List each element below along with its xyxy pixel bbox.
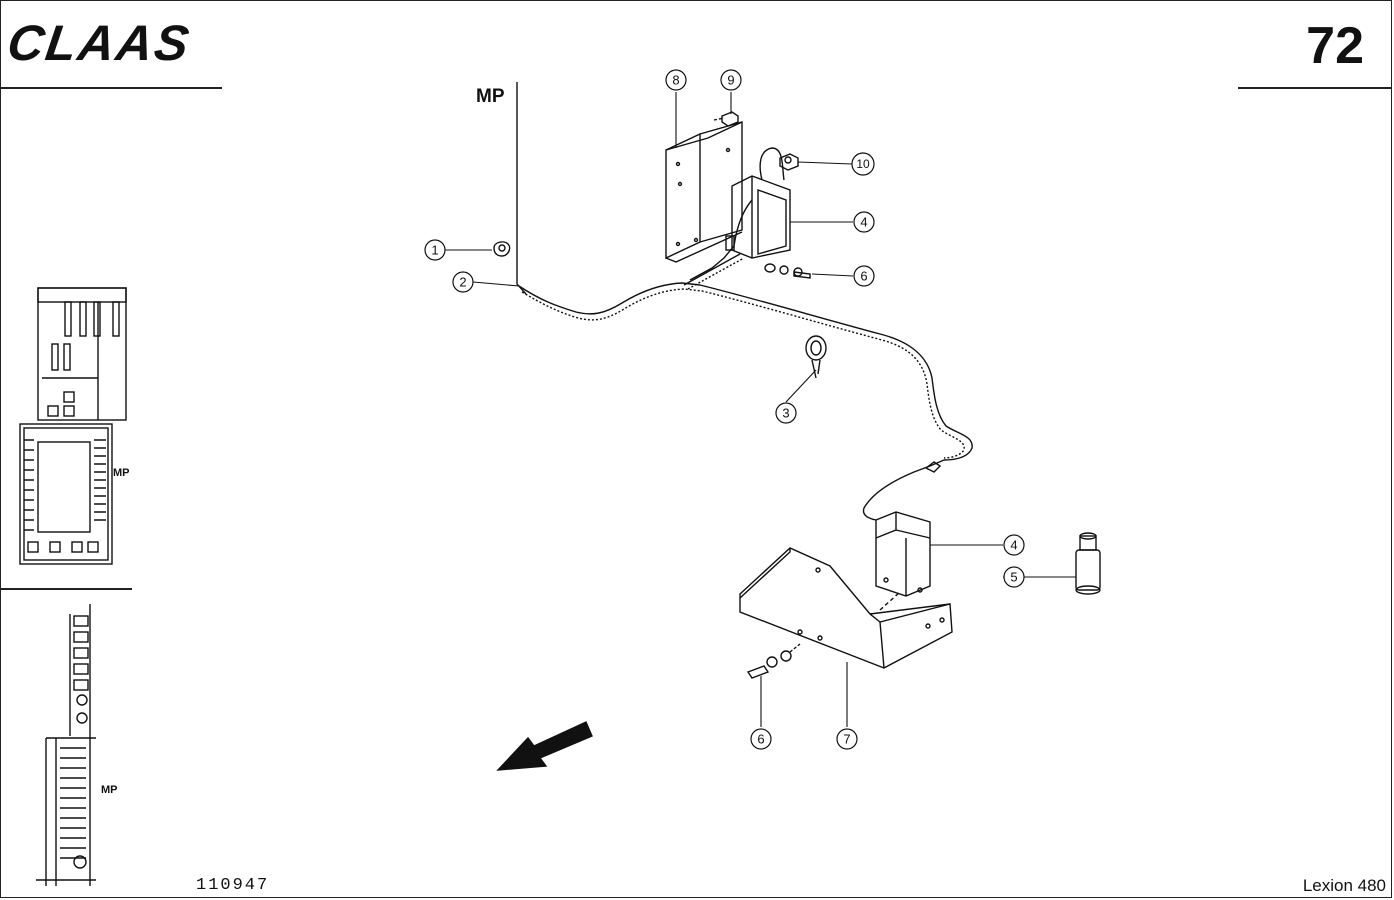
drawing-number: 110947 bbox=[196, 876, 270, 895]
callout-7: 7 bbox=[836, 728, 858, 750]
item-9-bolt bbox=[713, 111, 739, 127]
svg-text:8: 8 bbox=[672, 73, 679, 88]
locator-side-view bbox=[36, 604, 96, 886]
mp-locator-label-side: MP bbox=[101, 784, 118, 796]
callout-5: 5 bbox=[1003, 566, 1025, 588]
svg-text:6: 6 bbox=[860, 269, 867, 284]
lower-sensor-unit bbox=[875, 511, 931, 597]
callout-3: 3 bbox=[775, 402, 797, 424]
mp-reference-post bbox=[516, 82, 527, 295]
callout-2: 2 bbox=[452, 271, 474, 293]
svg-text:4: 4 bbox=[860, 215, 867, 230]
item-3-cable-tie bbox=[805, 335, 827, 379]
callout-1: 1 bbox=[424, 239, 446, 261]
svg-text:6: 6 bbox=[757, 732, 764, 747]
item-1-clip bbox=[493, 241, 511, 257]
upper-mounting-bracket bbox=[665, 121, 743, 263]
svg-text:10: 10 bbox=[856, 157, 870, 171]
leader-lines bbox=[445, 92, 1076, 727]
locator-top-view bbox=[19, 287, 127, 565]
model-label: Lexion 480 bbox=[1302, 876, 1386, 895]
svg-text:7: 7 bbox=[843, 732, 850, 747]
callout-4-upper: 4 bbox=[853, 211, 875, 233]
harness-cable bbox=[518, 253, 973, 521]
svg-text:2: 2 bbox=[459, 275, 466, 290]
callout-4-lower: 4 bbox=[1003, 534, 1025, 556]
callout-10: 10 bbox=[851, 152, 875, 176]
page-number: 72 bbox=[1306, 17, 1364, 75]
item-10-connector bbox=[779, 153, 799, 171]
locator-divider bbox=[0, 588, 132, 590]
direction-arrow bbox=[496, 721, 593, 771]
upper-sensor-unit bbox=[689, 147, 791, 281]
item-6-upper-fasteners bbox=[764, 263, 811, 279]
header-rule-left bbox=[0, 87, 222, 89]
svg-text:1: 1 bbox=[431, 243, 438, 258]
callout-9: 9 bbox=[720, 69, 742, 91]
mp-reference-label: MP bbox=[476, 86, 505, 107]
svg-text:3: 3 bbox=[782, 406, 789, 421]
item-6-lower-fasteners bbox=[746, 643, 801, 679]
svg-text:9: 9 bbox=[727, 73, 734, 88]
header-rule-right bbox=[1238, 87, 1392, 89]
callout-6-upper: 6 bbox=[853, 265, 875, 287]
svg-text:4: 4 bbox=[1010, 538, 1017, 553]
mp-locator-label-top: MP bbox=[113, 467, 130, 479]
svg-text:5: 5 bbox=[1010, 570, 1017, 585]
lower-mounting-bracket bbox=[739, 547, 953, 669]
item-5-spacer bbox=[1075, 532, 1101, 595]
callout-6-lower: 6 bbox=[750, 728, 772, 750]
callout-8: 8 bbox=[665, 69, 687, 91]
